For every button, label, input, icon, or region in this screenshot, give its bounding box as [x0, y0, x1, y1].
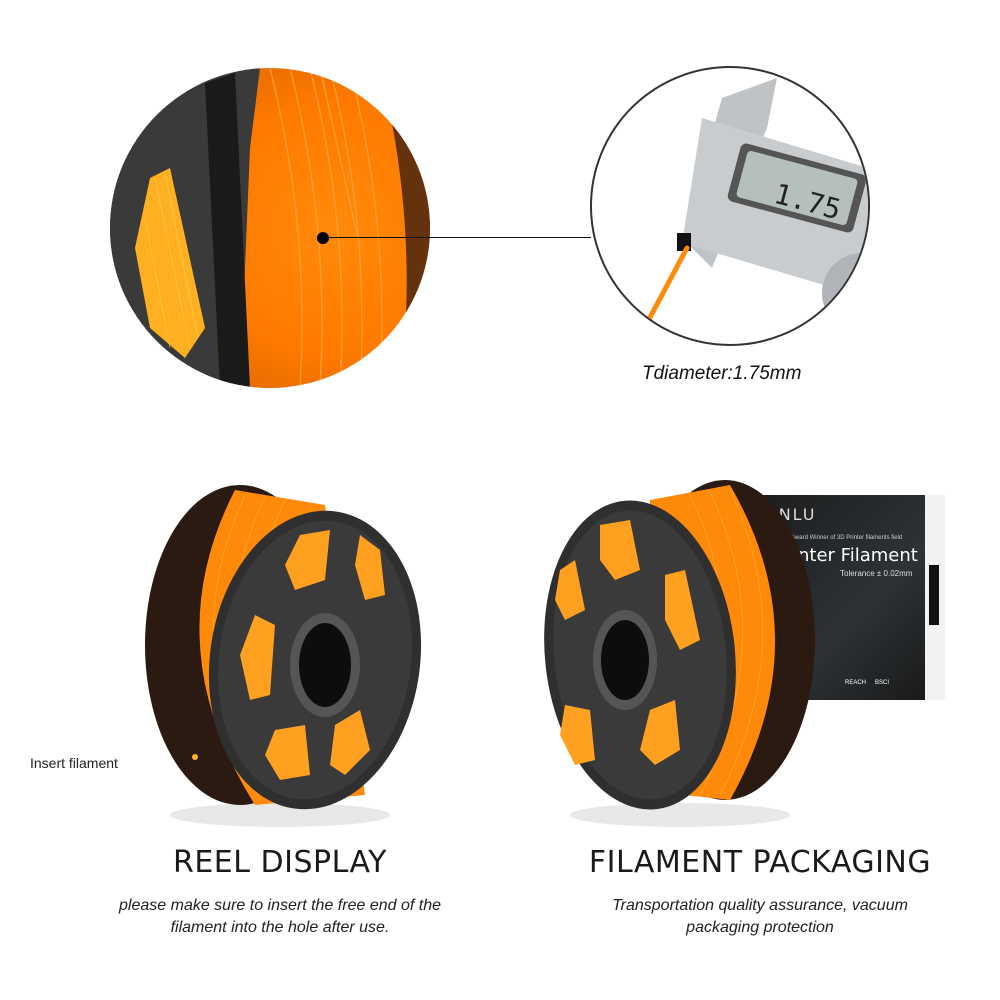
callout-connector-line	[323, 237, 591, 238]
box-tolerance: Tolerance ± 0.02mm	[840, 569, 913, 578]
reel-display-description-line1: please make sure to insert the free end …	[119, 897, 441, 914]
box-cert-bsci: BSCI	[875, 680, 890, 686]
caliper-art: 1.75	[644, 78, 868, 333]
filament-closeup-art	[110, 68, 430, 388]
box-cert-reach: REACH	[845, 680, 867, 686]
box-award-text: ld Award Winner of 3D Printer filaments …	[785, 535, 903, 541]
diameter-caption: Tdiameter:1.75mm	[642, 363, 802, 384]
reel-display-image	[135, 475, 425, 830]
reel-display-description-line2: filament into the hole after use.	[170, 919, 390, 936]
caliper-closeup-image: 1.75	[590, 66, 870, 346]
filament-packaging-title: FILAMENT PACKAGING	[588, 845, 932, 880]
packaging-reel-image	[540, 470, 820, 830]
insert-filament-label: Insert filament	[30, 755, 118, 771]
filament-packaging-description-line2: packaging protection	[686, 919, 834, 936]
filament-closeup-image	[110, 68, 430, 388]
filament-packaging-description-line1: Transportation quality assurance, vacuum	[612, 897, 908, 914]
reel-display-title: REEL DISPLAY	[172, 845, 387, 880]
box-product-text: inter Filament	[793, 545, 918, 566]
